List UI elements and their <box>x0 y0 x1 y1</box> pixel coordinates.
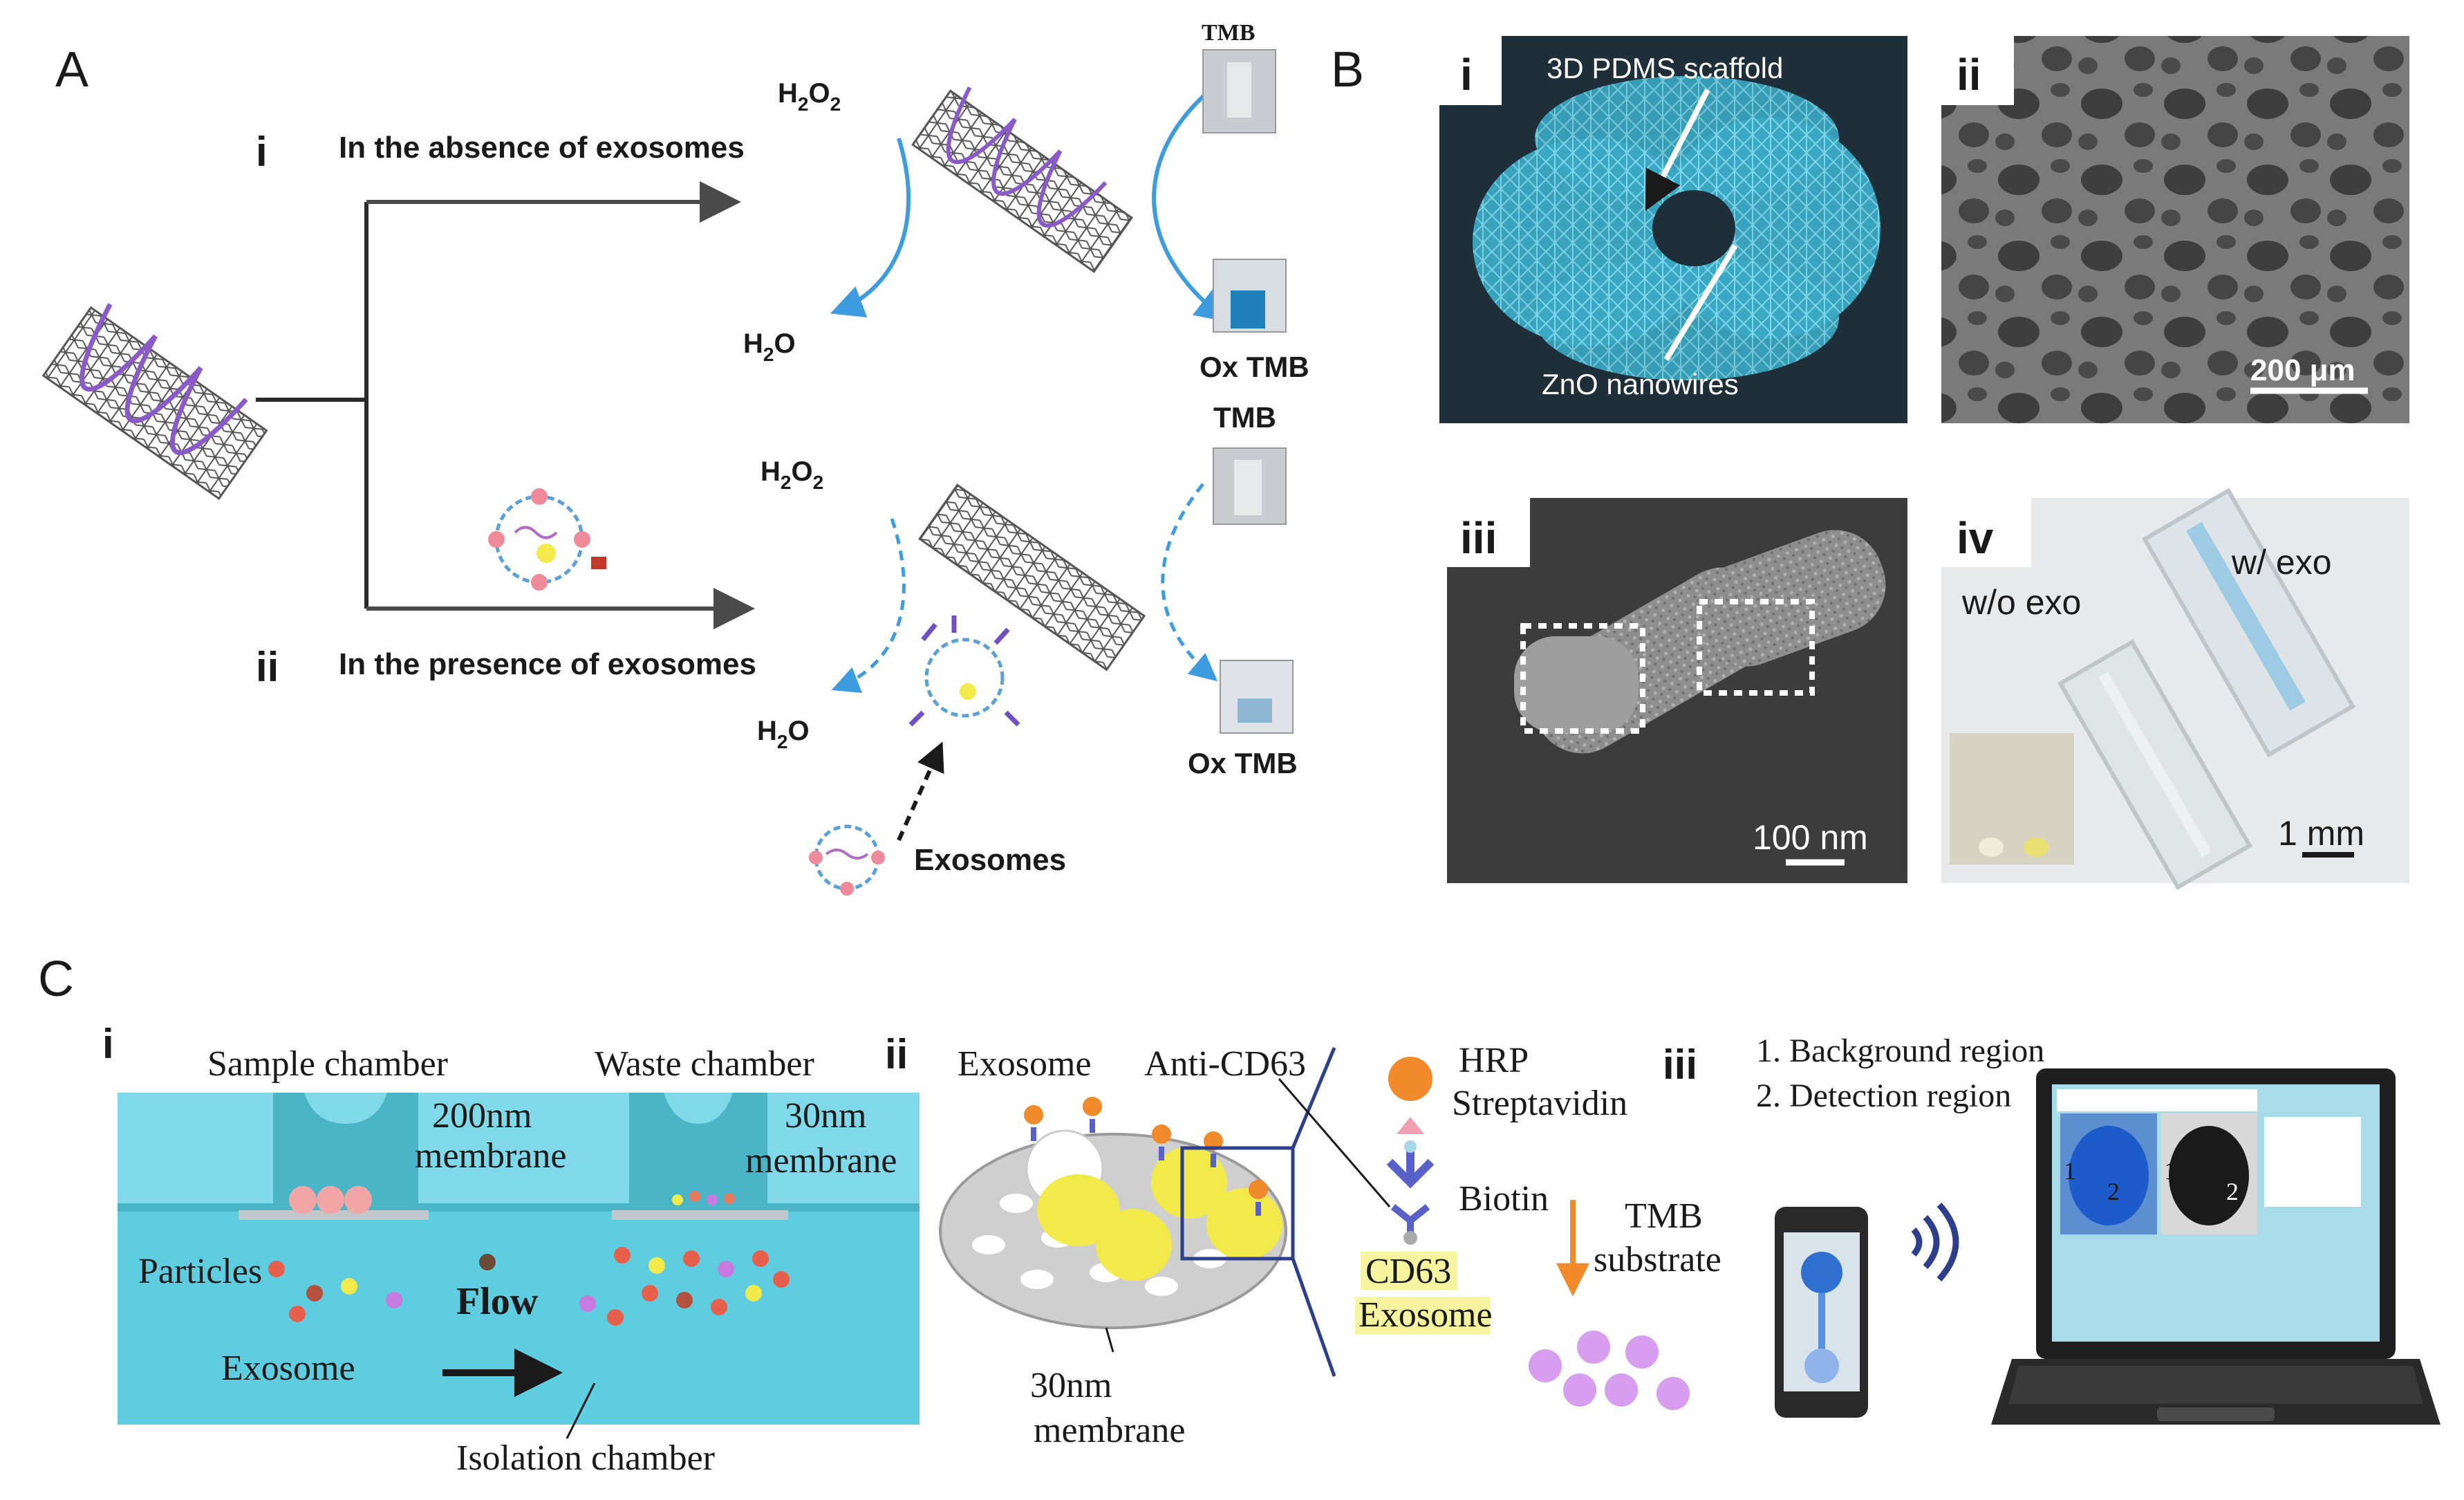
panel-c-i-numeral: i <box>102 1021 114 1067</box>
streptavidin-label: Streptavidin <box>1452 1084 1627 1123</box>
exosome-icon <box>488 488 606 591</box>
panel-b-iii-image: iii 100 nm <box>1447 498 1907 883</box>
captured-exosome-icon <box>908 615 1020 727</box>
panel-b-iv-scalebar: 1 mm <box>2278 814 2364 853</box>
panel-b-iv-image: iv w/o exo w/ exo 1 mm <box>1941 488 2409 890</box>
wo-exo-label: w/o exo <box>1961 583 2081 622</box>
tmb-label-b: substrate <box>1594 1240 1721 1279</box>
membrane30-label-a: 30nm <box>785 1096 866 1136</box>
zoom-box <box>1180 1146 1295 1261</box>
panel-b-iii-scalebar: 100 nm <box>1753 818 1868 857</box>
top-h2o2-label: H2O2 <box>778 78 841 115</box>
panel-b-i-numeral: i <box>1460 50 1473 100</box>
exosome-yellow-label: Exosome <box>1359 1295 1493 1335</box>
exosome-flow-label: Exosome <box>221 1349 355 1388</box>
panel-c: C i Sample chamber Waste chamber 200nm m… <box>38 952 2440 1478</box>
background-region-label: 1. Background region <box>1756 1033 2044 1069</box>
screen-number-1: 1 <box>2064 1157 2076 1185</box>
panel-c-iii-numeral: iii <box>1663 1041 1697 1088</box>
particles-label: Particles <box>138 1252 262 1291</box>
panel-b: B i 3D PDMS scaffold ZnO nanowires ii 20… <box>1331 36 2409 890</box>
antibody-icons <box>1024 1097 1268 1216</box>
smartphone <box>1775 1207 1868 1418</box>
sample-chamber-label: Sample chamber <box>207 1044 448 1084</box>
dna-nanotube-left <box>41 303 268 501</box>
detection-complex <box>1386 1057 1435 1245</box>
bottom-reaction: H2O2 H2O TMB Ox TMB <box>757 401 1298 896</box>
membrane30-label-b: membrane <box>745 1141 897 1180</box>
row-i-numeral: i <box>256 129 268 175</box>
row-ii-label: In the presence of exosomes <box>339 647 756 681</box>
free-exosome-icon <box>809 824 885 896</box>
bottom-h2o2-label: H2O2 <box>760 456 823 493</box>
membrane200-label-a: 200nm <box>432 1096 532 1136</box>
w-exo-label: w/ exo <box>2231 543 2332 582</box>
top-nanotube <box>911 86 1133 273</box>
laptop: 1 2 1 2 <box>1991 1068 2440 1425</box>
membrane-label-b: membrane <box>1034 1411 1185 1450</box>
panel-b-ii-numeral: ii <box>1957 50 1981 100</box>
row-ii-numeral: ii <box>256 644 279 690</box>
panel-b-letter: B <box>1331 42 1364 98</box>
exosome-label-c-ii: Exosome <box>958 1044 1092 1084</box>
detection-region-label: 2. Detection region <box>1756 1077 2011 1114</box>
tmb-dots <box>1529 1331 1690 1410</box>
waste-chamber-label: Waste chamber <box>595 1044 814 1084</box>
anti-cd63-label: Anti-CD63 <box>1144 1044 1306 1084</box>
bottom-nanotube <box>918 483 1146 672</box>
panel-b-ii-scalebar: 200 μm <box>2250 353 2355 387</box>
bottom-oxtmb-label: Ox TMB <box>1188 747 1298 779</box>
panel-c-i: i Sample chamber Waste chamber 200nm mem… <box>102 1021 920 1478</box>
panel-b-ii-image: ii 200 μm <box>1941 36 2409 423</box>
cd63-label: CD63 <box>1365 1252 1451 1291</box>
biotin-label: Biotin <box>1459 1179 1549 1219</box>
top-oxtmb-label: Ox TMB <box>1200 351 1309 383</box>
panel-c-ii-numeral: ii <box>885 1031 908 1077</box>
panel-b-iv-numeral: iv <box>1957 513 1994 563</box>
nanowires-label: ZnO nanowires <box>1542 368 1739 400</box>
row-i-label: In the absence of exosomes <box>339 131 745 165</box>
top-tmb-label: TMB <box>1202 20 1255 46</box>
waste-chamber-well <box>629 1093 767 1214</box>
flow-particles <box>268 1247 790 1326</box>
screen-number-4: 2 <box>2226 1178 2239 1205</box>
scaffold-label: 3D PDMS scaffold <box>1547 52 1783 84</box>
panel-b-i-image: i 3D PDMS scaffold ZnO nanowires <box>1439 36 1907 423</box>
tmb-label-a: TMB <box>1625 1196 1703 1236</box>
panel-c-ii: ii Exosome Anti-CD63 30nm membrane <box>885 1031 1721 1450</box>
flow-label: Flow <box>456 1280 539 1323</box>
screen-number-3: 1 <box>2164 1157 2176 1185</box>
panel-c-letter: C <box>38 952 74 1007</box>
bottom-h2o-label: H2O <box>757 716 810 752</box>
membrane200-label-b: membrane <box>415 1136 566 1176</box>
screen-number-2: 2 <box>2107 1178 2120 1205</box>
panel-c-iii: iii 1. Background region 2. Detection re… <box>1663 1033 2440 1425</box>
top-h2o-label: H2O <box>743 328 796 365</box>
exosomes-label: Exosomes <box>914 843 1066 877</box>
branch-arrows <box>256 181 755 629</box>
panel-b-iii-numeral: iii <box>1460 513 1497 563</box>
sample-chamber-well <box>273 1093 418 1214</box>
top-reaction: H2O2 H2O TMB Ox TMB <box>743 20 1309 383</box>
isolation-chamber-label: Isolation chamber <box>456 1438 715 1478</box>
membrane-label-a: 30nm <box>1030 1366 1112 1405</box>
wifi-signal-icon <box>1911 1203 1959 1281</box>
bottom-tmb-label: TMB <box>1213 401 1276 434</box>
panel-a: A i In the absence of exosomes ii In the… <box>41 20 1309 896</box>
panel-a-letter: A <box>55 42 88 98</box>
hrp-label: HRP <box>1459 1041 1529 1080</box>
